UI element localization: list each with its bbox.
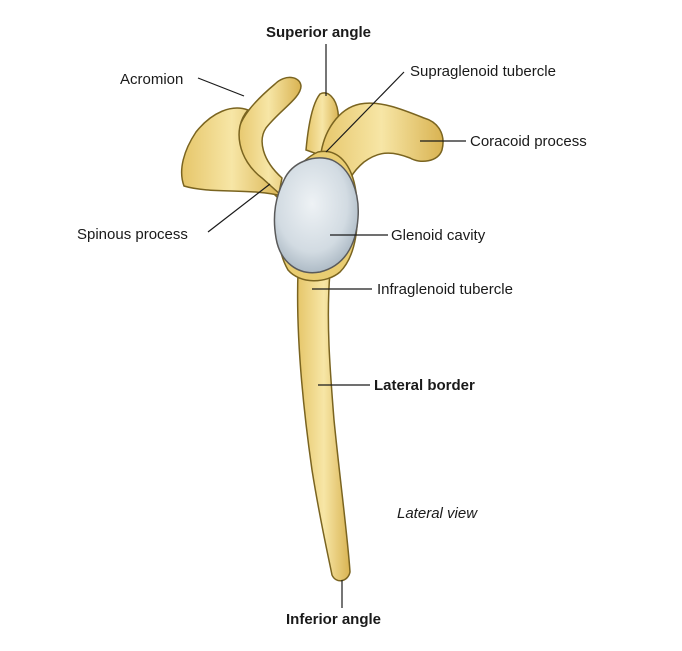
lateral-border-shaft bbox=[296, 271, 351, 582]
label-coracoid-process: Coracoid process bbox=[470, 133, 587, 150]
leader-spinous bbox=[207, 183, 271, 233]
leader-supraglenoid bbox=[325, 71, 405, 153]
leader-acromion bbox=[197, 77, 245, 97]
leader-lines bbox=[197, 44, 466, 608]
label-inferior-angle: Inferior angle bbox=[286, 611, 382, 628]
label-lateral-view: Lateral view bbox=[397, 505, 478, 522]
label-lateral-border: Lateral border bbox=[374, 377, 475, 394]
label-supraglenoid-tubercle: Supraglenoid tubercle bbox=[410, 63, 556, 80]
label-superior-angle: Superior angle bbox=[266, 24, 372, 41]
label-acromion: Acromion bbox=[120, 71, 184, 88]
spinous-process-shape bbox=[180, 107, 283, 197]
label-glenoid-cavity: Glenoid cavity bbox=[391, 227, 486, 244]
label-infraglenoid-tubercle: Infraglenoid tubercle bbox=[377, 281, 513, 298]
label-spinous-process: Spinous process bbox=[77, 226, 188, 243]
glenoid-cavity-shape bbox=[273, 157, 359, 274]
